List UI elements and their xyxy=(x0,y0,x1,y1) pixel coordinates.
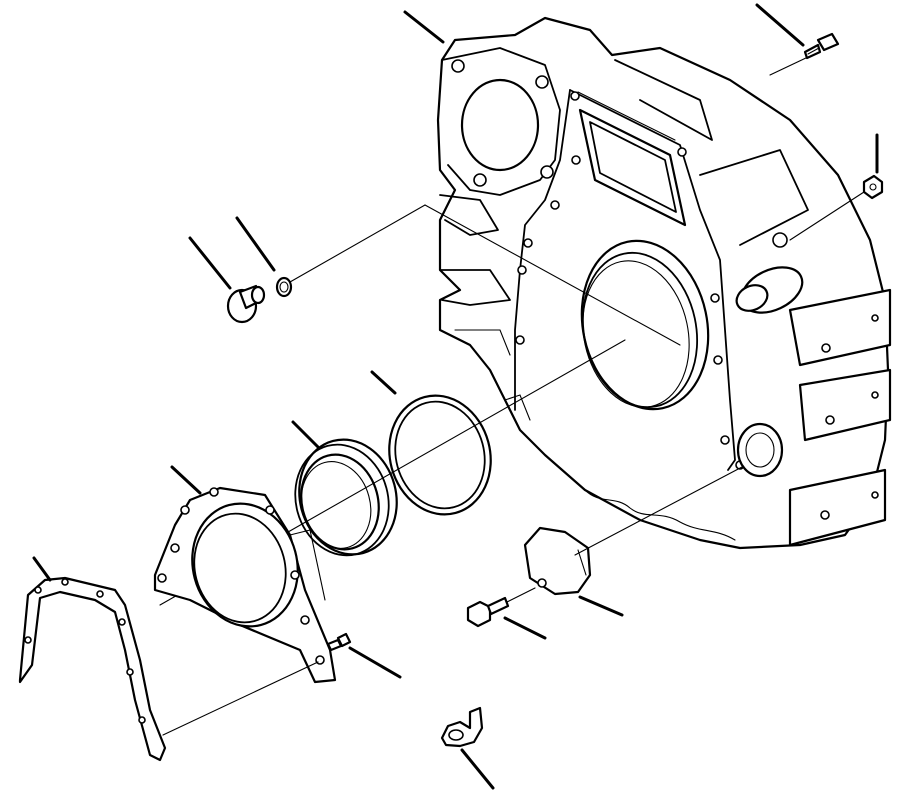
leader-seal-retainer xyxy=(170,465,202,495)
plug xyxy=(226,284,266,324)
leader-plug xyxy=(188,236,232,290)
leader-bracket xyxy=(460,748,495,790)
bracket xyxy=(440,706,484,748)
flywheel-housing xyxy=(436,16,892,550)
housing-nut xyxy=(862,174,884,200)
cover-plate xyxy=(523,526,592,596)
leader-oil-seal xyxy=(291,420,320,449)
leader-cover-plate xyxy=(578,595,624,617)
plug-centerline xyxy=(289,204,426,283)
cover-bolt xyxy=(466,587,536,628)
leader-retainer-gasket xyxy=(32,556,52,582)
retainer-bolt xyxy=(326,632,352,652)
leader-bolt xyxy=(755,3,805,47)
leader-housing xyxy=(403,10,445,44)
seal-ring xyxy=(388,394,492,516)
leader-cover-bolt xyxy=(503,616,547,640)
housing-bolt xyxy=(803,32,840,60)
retainer-gasket xyxy=(18,576,167,762)
seal-retainer xyxy=(153,486,337,684)
housing-centerline xyxy=(424,204,681,346)
nut-centerline xyxy=(789,191,865,241)
leader-lines xyxy=(32,3,879,790)
bolt-centerline xyxy=(769,56,809,76)
leader-seal-ring xyxy=(370,370,397,395)
leader-o-ring xyxy=(235,216,276,272)
o-ring-small xyxy=(275,276,293,298)
cover-centerline xyxy=(574,466,743,556)
leader-retainer-bolt xyxy=(348,646,402,679)
gasket-centerline xyxy=(162,661,319,736)
